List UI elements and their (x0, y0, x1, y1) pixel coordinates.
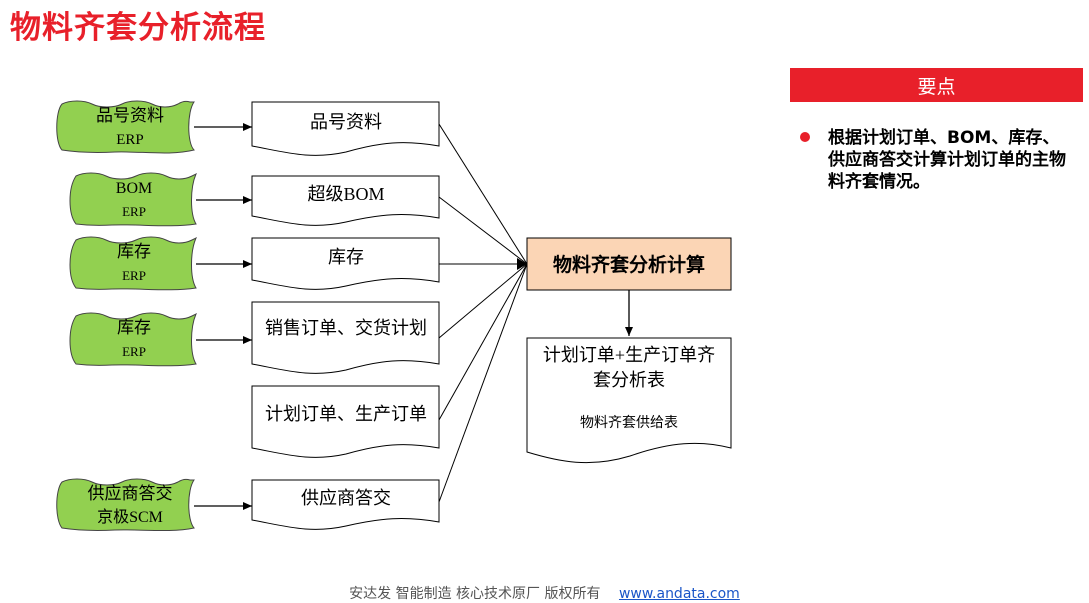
output-title-line2: 套分析表 (593, 370, 665, 390)
document-label: 销售订单、交货计划 (265, 318, 427, 338)
document-shape: 供应商答交 (251, 479, 440, 530)
source-shape-scm: 供应商答交 京极SCM (56, 478, 195, 532)
document-label: 品号资料 (310, 112, 382, 132)
connector-line (438, 196, 528, 265)
output-title-line1: 计划订单+生产订单齐 (543, 345, 715, 365)
arrowhead (517, 258, 527, 270)
output-subtitle: 物料齐套供给表 (580, 415, 678, 431)
footer-link[interactable]: www.andata.com (618, 586, 740, 602)
source-sublabel: 京极SCM (97, 508, 163, 526)
source-sublabel: ERP (122, 344, 146, 359)
connector-line (438, 263, 528, 421)
source-label: 库存 (117, 242, 151, 261)
key-point-text: 根据计划订单、BOM、库存、供应商答交计算计划订单的主物料齐套情况。 (828, 128, 1066, 192)
source-label: 库存 (117, 318, 151, 337)
key-points-header: 要点 (790, 68, 1083, 102)
source-sublabel: ERP (122, 204, 146, 219)
output-document-shape: 计划订单+生产订单齐 套分析表 物料齐套供给表 (526, 337, 732, 464)
connector-line (438, 263, 528, 339)
document-shape: 销售订单、交货计划 (251, 301, 440, 374)
source-sublabel: ERP (116, 132, 144, 148)
document-label: 库存 (328, 247, 364, 267)
document-label: 超级BOM (307, 184, 384, 204)
page-title: 物料齐套分析流程 (10, 10, 266, 46)
source-shape-erp-inventory: 库存 ERP (69, 236, 197, 291)
bullet-icon (800, 132, 810, 142)
source-shape-erp-item: 品号资料 ERP (56, 100, 195, 154)
source-label: BOM (116, 180, 152, 197)
document-label: 供应商答交 (301, 488, 391, 508)
process-box: 物料齐套分析计算 (526, 237, 732, 291)
connector-line (438, 123, 528, 265)
source-sublabel: ERP (122, 268, 146, 283)
footer: 安达发 智能制造 核心技术原厂 版权所有 www.andata.com (0, 583, 1089, 603)
document-shape: 计划订单、生产订单 (251, 385, 440, 458)
document-shape: 品号资料 (251, 101, 440, 156)
footer-text: 安达发 智能制造 核心技术原厂 版权所有 (349, 586, 601, 602)
document-label: 计划订单、生产订单 (265, 404, 427, 424)
source-label: 供应商答交 (88, 484, 173, 503)
source-shape-erp-sales: 库存 ERP (69, 312, 197, 367)
document-shape: 超级BOM (251, 175, 440, 226)
connector-line (438, 263, 528, 503)
source-label: 品号资料 (96, 106, 164, 125)
key-point-item: 根据计划订单、BOM、库存、供应商答交计算计划订单的主物料齐套情况。 (800, 127, 1072, 193)
source-shape-erp-bom: BOM ERP (69, 172, 197, 227)
process-label: 物料齐套分析计算 (553, 253, 705, 276)
document-shape: 库存 (251, 237, 440, 290)
